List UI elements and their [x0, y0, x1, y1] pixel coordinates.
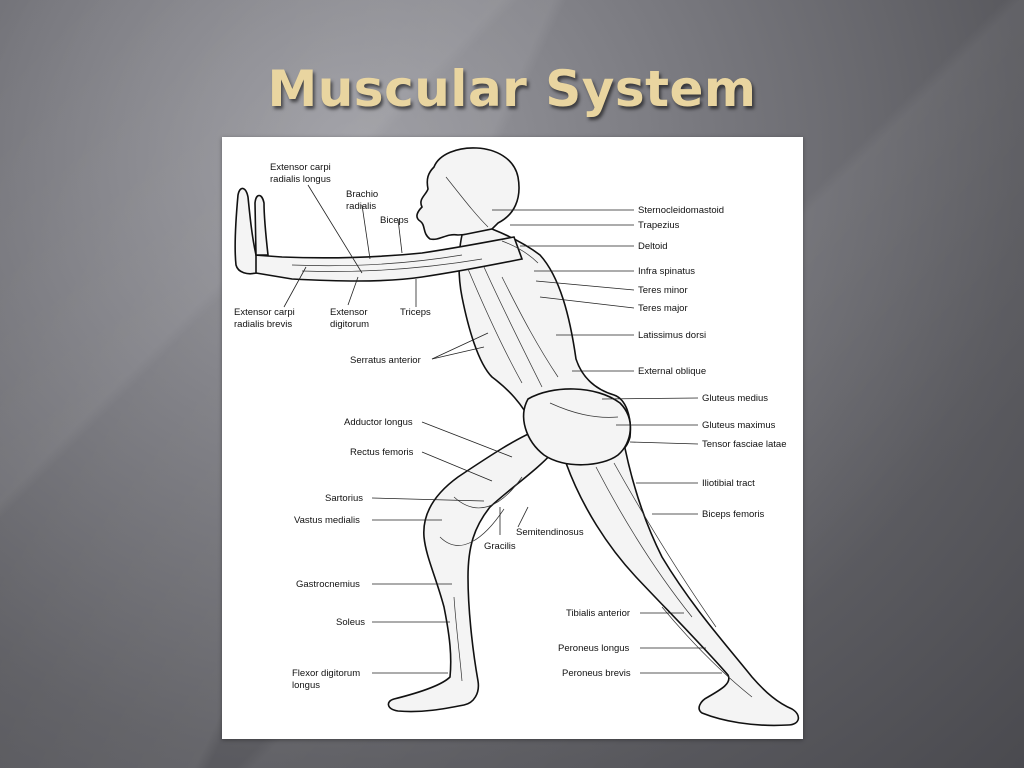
label-gluteus-maximus: Gluteus maximus — [702, 420, 776, 431]
label-peroneus-brevis: Peroneus brevis — [562, 668, 631, 679]
label-vastus-medialis: Vastus medialis — [294, 515, 360, 526]
muscular-system-diagram: Extensor carpi radialis longus Brachio r… — [222, 137, 803, 739]
label-gluteus-medius: Gluteus medius — [702, 393, 768, 404]
label-gracilis: Gracilis — [484, 541, 516, 552]
hand-back — [254, 194, 269, 256]
front-leg — [387, 428, 553, 713]
hand-front — [234, 187, 257, 275]
label-external-oblique: External oblique — [638, 366, 706, 377]
label-peroneus-longus: Peroneus longus — [558, 643, 630, 654]
label-adductor-longus: Adductor longus — [344, 417, 413, 428]
hip — [522, 388, 632, 466]
slide-title: Muscular System — [267, 60, 757, 118]
label-infra-spinatus: Infra spinatus — [638, 266, 695, 277]
label-soleus: Soleus — [336, 617, 365, 628]
label-sternocleidomastoid: Sternocleidomastoid — [638, 205, 724, 216]
label-rectus-femoris: Rectus femoris — [350, 447, 414, 458]
label-triceps: Triceps — [400, 307, 431, 318]
labels-right: Sternocleidomastoid Trapezius Deltoid In… — [558, 205, 787, 679]
label-deltoid: Deltoid — [638, 241, 668, 252]
label-extensor-carpi-radialis-brevis: Extensor carpi radialis brevis — [234, 307, 297, 330]
label-trapezius: Trapezius — [638, 220, 680, 231]
label-gastrocnemius: Gastrocnemius — [296, 579, 360, 590]
label-extensor-carpi-radialis-longus: Extensor carpi radialis longus — [270, 162, 333, 185]
diagram-canvas: Extensor carpi radialis longus Brachio r… — [234, 147, 800, 727]
label-teres-minor: Teres minor — [638, 285, 688, 296]
label-latissimus-dorsi: Latissimus dorsi — [638, 330, 706, 341]
label-brachio-radialis: Brachio radialis — [346, 189, 381, 212]
label-sartorius: Sartorius — [325, 493, 363, 504]
label-iliotibial-tract: Iliotibial tract — [702, 478, 755, 489]
leader-lines — [283, 184, 722, 674]
label-serratus-anterior: Serratus anterior — [350, 355, 421, 366]
body-figure — [234, 147, 800, 727]
label-flexor-digitorum-longus: Flexor digitorum longus — [292, 668, 363, 691]
back-leg — [565, 431, 800, 727]
label-biceps-femoris: Biceps femoris — [702, 509, 765, 520]
label-biceps: Biceps — [380, 215, 409, 226]
label-semitendinosus: Semitendinosus — [516, 527, 584, 538]
label-teres-major: Teres major — [638, 303, 688, 314]
head — [416, 147, 520, 241]
label-tensor-fasciae-latae: Tensor fasciae latae — [702, 439, 787, 450]
label-extensor-digitorum: Extensor digitorum — [330, 307, 370, 330]
labels-left: Extensor carpi radialis longus Brachio r… — [234, 162, 584, 691]
label-tibialis-anterior: Tibialis anterior — [566, 608, 630, 619]
